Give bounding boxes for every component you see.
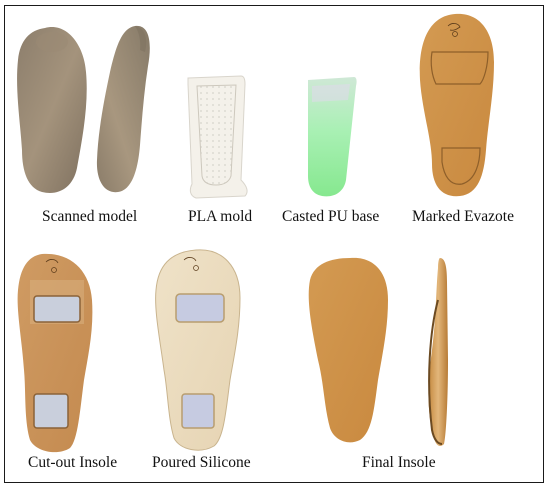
caption-casted-pu-base: Casted PU base xyxy=(282,208,380,225)
final-insole-top xyxy=(308,257,388,443)
caption-marked-evazote: Marked Evazote xyxy=(412,208,514,225)
casted-pu-base xyxy=(308,77,357,197)
scanned-foot-left xyxy=(17,27,87,193)
caption-cut-out-insole: Cut-out Insole xyxy=(28,454,118,471)
marked-evazote-insole xyxy=(419,13,494,197)
poured-silicone-insole xyxy=(155,249,241,451)
caption-pla-mold: PLA mold xyxy=(188,208,253,225)
scanned-foot-right xyxy=(96,25,150,193)
final-insole-side xyxy=(428,258,448,446)
caption-poured-silicone: Poured Silicone xyxy=(152,454,251,471)
cut-out-insole xyxy=(17,253,93,453)
caption-final-insole: Final Insole xyxy=(362,454,436,471)
pla-mold xyxy=(187,75,248,199)
caption-scanned-model: Scanned model xyxy=(42,208,138,225)
